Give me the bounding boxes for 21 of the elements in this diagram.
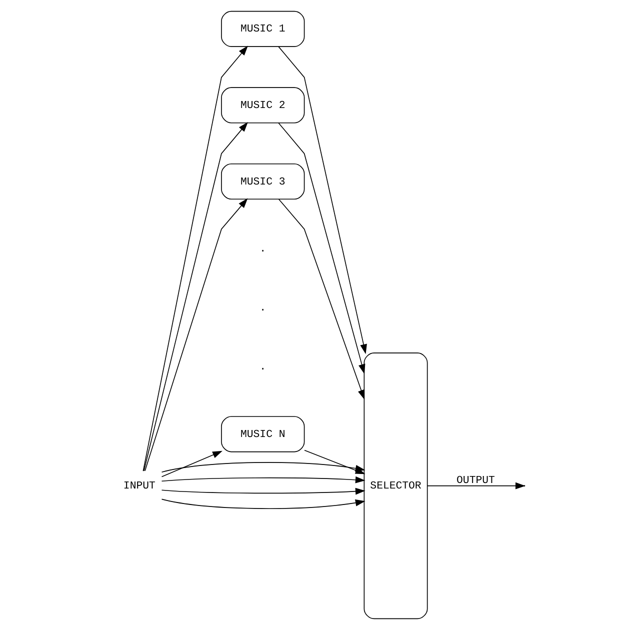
- node-box: MUSIC N: [220, 416, 304, 452]
- arrow: [278, 46, 366, 354]
- arrow: [142, 46, 248, 472]
- arrow: [278, 122, 365, 374]
- arrow: [143, 122, 248, 472]
- arrow: [278, 198, 364, 400]
- arrow: [426, 482, 525, 490]
- arrow: [144, 198, 248, 472]
- arrow: [160, 498, 365, 509]
- edge-label: OUTPUT: [456, 474, 494, 487]
- node-box: MUSIC 1: [220, 10, 304, 47]
- node-text: INPUT: [122, 480, 155, 493]
- label: .: [259, 302, 266, 315]
- node-box: SELECTOR: [363, 352, 428, 620]
- arrow: [160, 488, 365, 495]
- arrow: [160, 476, 365, 484]
- label: .: [259, 362, 266, 374]
- node-box: MUSIC 3: [220, 163, 304, 200]
- node-box: MUSIC 2: [220, 87, 304, 124]
- arrow: [160, 450, 222, 478]
- label: .: [259, 244, 266, 256]
